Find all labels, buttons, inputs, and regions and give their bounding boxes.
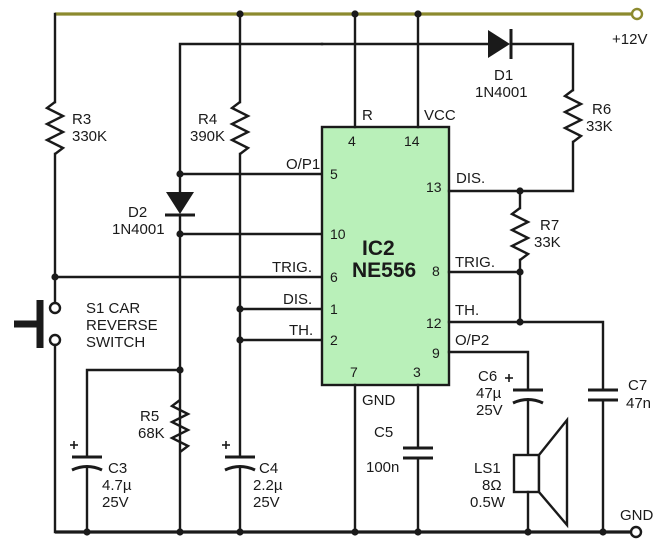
junction-dot bbox=[176, 170, 184, 178]
c3-voltage: 25V bbox=[102, 494, 129, 511]
junction-dot bbox=[524, 528, 532, 536]
c6-voltage: 25V bbox=[476, 402, 503, 419]
junction-dot bbox=[516, 318, 524, 326]
r7-ref: R7 bbox=[540, 217, 559, 234]
ic2-ref: IC2 bbox=[362, 237, 395, 260]
resistor-r3 bbox=[44, 12, 66, 305]
pin7-name: GND bbox=[362, 392, 396, 409]
junction-dot bbox=[236, 336, 244, 344]
pin1-number: 1 bbox=[330, 301, 338, 317]
supply-terminal bbox=[630, 7, 644, 21]
pin10-number: 10 bbox=[330, 226, 346, 242]
ls1-ref: LS1 bbox=[474, 460, 501, 477]
pin5-name: O/P1 bbox=[286, 156, 320, 173]
d1-value: 1N4001 bbox=[475, 84, 528, 101]
c4-ref: C4 bbox=[259, 460, 278, 477]
d2-ref: D2 bbox=[128, 204, 147, 221]
ground-terminal bbox=[629, 525, 643, 539]
pin5-number: 5 bbox=[330, 166, 338, 182]
junction-dot bbox=[236, 305, 244, 313]
pin12-number: 12 bbox=[426, 315, 442, 331]
junction-dot bbox=[176, 230, 184, 238]
junction-dot bbox=[414, 10, 422, 18]
pin2-name: TH. bbox=[289, 322, 313, 339]
pin9-number: 9 bbox=[432, 345, 440, 361]
junction-dot bbox=[351, 528, 359, 536]
s1-label-line3: SWITCH bbox=[86, 334, 145, 351]
c4-voltage: 25V bbox=[253, 494, 280, 511]
pin13-number: 13 bbox=[426, 179, 442, 195]
r4-ref: R4 bbox=[198, 111, 217, 128]
pin9-name: O/P2 bbox=[455, 332, 489, 349]
ic2-body bbox=[320, 125, 451, 387]
junction-dot bbox=[83, 528, 91, 536]
diode-d1 bbox=[320, 29, 575, 92]
capacitor-c7 bbox=[588, 388, 618, 534]
capacitor-c5 bbox=[403, 383, 433, 534]
pin8-number: 8 bbox=[432, 263, 440, 279]
pin6-number: 6 bbox=[330, 269, 338, 285]
c6-ref: C6 bbox=[478, 368, 497, 385]
pin2-number: 2 bbox=[330, 332, 338, 348]
supply-label: +12V bbox=[612, 31, 647, 48]
th2-wire bbox=[447, 320, 605, 392]
pin6-name: TRIG. bbox=[272, 259, 312, 276]
op2-wire bbox=[447, 350, 530, 390]
pin7-number: 7 bbox=[350, 364, 358, 380]
resistor-r5 bbox=[169, 399, 191, 453]
s1-label-line1: S1 CAR bbox=[86, 300, 140, 317]
r6-value: 33K bbox=[586, 118, 613, 135]
r6-ref: R6 bbox=[592, 101, 611, 118]
resistor-r7 bbox=[509, 189, 531, 324]
r3-ref: R3 bbox=[72, 111, 91, 128]
loudspeaker-ls1 bbox=[512, 416, 569, 534]
junction-dot bbox=[51, 273, 59, 281]
d2-value: 1N4001 bbox=[112, 221, 165, 238]
c6-value: 47µ bbox=[476, 385, 502, 402]
ls1-value: 8Ω bbox=[482, 477, 502, 494]
r5-value: 68K bbox=[138, 425, 165, 442]
pin4-name: R bbox=[362, 107, 373, 124]
pin4-number: 4 bbox=[348, 133, 356, 149]
switch-s1 bbox=[14, 300, 62, 534]
resistor-r6 bbox=[447, 89, 584, 193]
junction-dot bbox=[351, 10, 359, 18]
pin14-number: 14 bbox=[404, 133, 420, 149]
c4-value: 2.2µ bbox=[253, 477, 283, 494]
junction-dot bbox=[176, 528, 184, 536]
junction-dot bbox=[236, 10, 244, 18]
junction-dot bbox=[236, 528, 244, 536]
ground-label: GND bbox=[620, 507, 654, 524]
r3-value: 330K bbox=[72, 128, 107, 145]
c7-ref: C7 bbox=[628, 377, 647, 394]
pin12-name: TH. bbox=[455, 302, 479, 319]
pin3-number: 3 bbox=[413, 364, 421, 380]
pin13-name: DIS. bbox=[456, 170, 485, 187]
junction-dot bbox=[599, 528, 607, 536]
c5-value: 100n bbox=[366, 459, 399, 476]
r5-ref: R5 bbox=[140, 408, 159, 425]
pin8-name: TRIG. bbox=[455, 254, 495, 271]
d1-ref: D1 bbox=[494, 67, 513, 84]
resistor-r4 bbox=[229, 12, 251, 457]
junction-dot bbox=[414, 528, 422, 536]
c3-value: 4.7µ bbox=[102, 477, 132, 494]
c3-ref: C3 bbox=[108, 460, 127, 477]
capacitor-c3 bbox=[70, 368, 182, 534]
ls1-power: 0.5W bbox=[470, 494, 506, 511]
r7-value: 33K bbox=[534, 234, 561, 251]
pin14-name: VCC bbox=[424, 107, 456, 124]
junction-dot bbox=[516, 268, 524, 276]
c5-ref: C5 bbox=[374, 424, 393, 441]
pin1-name: DIS. bbox=[283, 291, 312, 308]
capacitor-c4 bbox=[222, 441, 256, 534]
r4-value: 390K bbox=[190, 128, 225, 145]
s1-label-line2: REVERSE bbox=[86, 317, 158, 334]
capacitor-c6 bbox=[505, 374, 544, 457]
c7-value: 47n bbox=[626, 395, 651, 412]
junction-dot bbox=[176, 366, 184, 374]
ic2-part: NE556 bbox=[352, 259, 416, 282]
